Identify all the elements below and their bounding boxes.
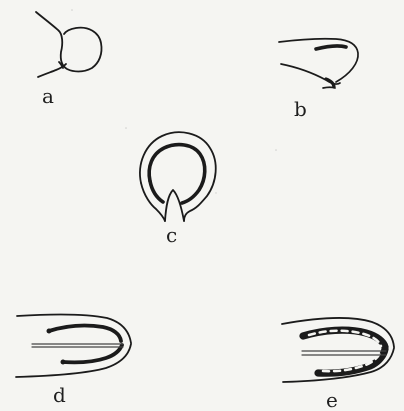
figure-b [279,39,358,88]
figure-c [140,132,216,221]
figure-a [36,12,102,77]
figure-label-a: a [42,84,54,108]
paper-specks [71,9,277,194]
figure-d [16,314,131,377]
figure-label-b: b [294,97,307,121]
figure-label-e: e [326,388,338,411]
figure-e [282,318,394,382]
figure-label-c: c [166,223,177,247]
figure-label-d: d [53,383,66,407]
